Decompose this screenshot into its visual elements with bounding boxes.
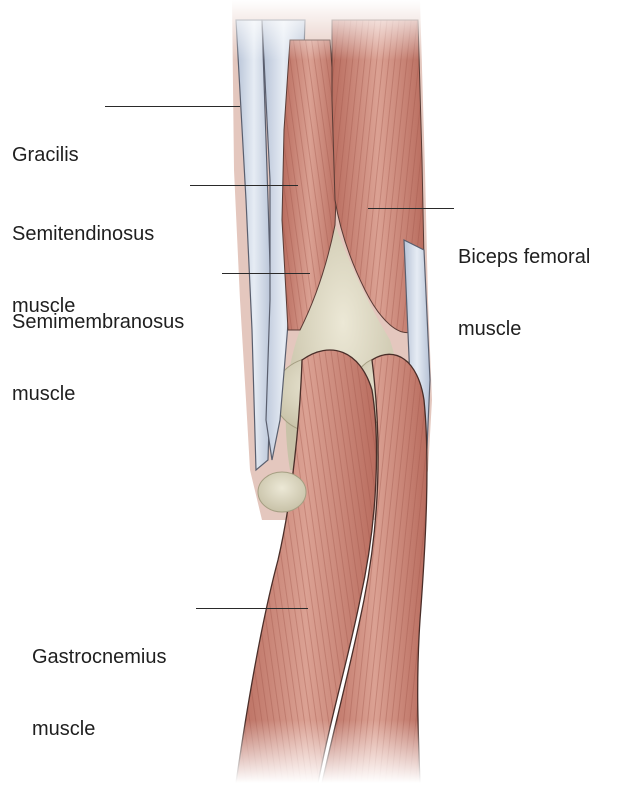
label-semimembranosus: Semimembranosus muscle: [12, 262, 184, 454]
label-gastrocnemius-line-2: muscle: [32, 717, 167, 741]
tibia-head: [258, 472, 306, 512]
leader-gracilis: [105, 106, 240, 107]
leader-biceps-femoral: [368, 208, 454, 209]
leader-gastrocnemius: [196, 608, 308, 609]
label-biceps-femoral: Biceps femoral muscle: [458, 197, 590, 389]
label-gracilis-line-1: Gracilis: [12, 143, 79, 167]
leader-semitendinosus: [190, 185, 298, 186]
leader-semimembranosus: [222, 273, 310, 274]
label-semitendinosus-line-1: Semitendinosus: [12, 222, 154, 246]
label-semimembranosus-line-2: muscle: [12, 382, 184, 406]
label-gastrocnemius-line-1: Gastrocnemius: [32, 645, 167, 669]
label-biceps-femoral-line-2: muscle: [458, 317, 590, 341]
label-gastrocnemius: Gastrocnemius muscle: [32, 597, 167, 789]
label-semimembranosus-line-1: Semimembranosus: [12, 310, 184, 334]
label-biceps-femoral-line-1: Biceps femoral: [458, 245, 590, 269]
